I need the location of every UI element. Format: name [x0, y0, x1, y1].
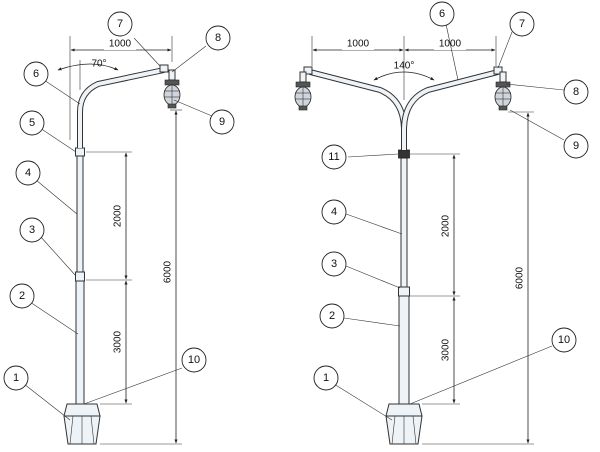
left-callout-7: 7: [107, 11, 133, 37]
left-arm-length-dim: 1000: [109, 39, 132, 50]
svg-text:10: 10: [188, 354, 200, 366]
right-callout-8: 8: [563, 79, 589, 105]
right-callout-10: 10: [551, 327, 577, 353]
left-upper-dim: 2000: [113, 204, 124, 227]
left-callout-3: 3: [19, 217, 45, 243]
left-callout-4: 4: [15, 160, 41, 186]
left-lower-dim: 3000: [113, 330, 124, 353]
left-arm-6: [77, 67, 165, 148]
right-upper-section: [400, 157, 408, 288]
right-callout-7: 7: [509, 11, 535, 37]
left-callout-10: 10: [181, 347, 207, 373]
left-arm-6-fill: [78, 68, 165, 148]
left-lower-section: [75, 279, 85, 405]
svg-text:4: 4: [25, 167, 31, 179]
right-callout-11: 11: [321, 144, 347, 170]
svg-text:7: 7: [117, 18, 123, 30]
right-sleeve-11: [398, 149, 410, 159]
left-callout-9: 9: [209, 109, 235, 135]
right-callout-3: 3: [321, 251, 347, 277]
svg-text:2: 2: [19, 290, 25, 302]
right-base: [385, 403, 423, 445]
svg-text:6: 6: [33, 68, 39, 80]
left-joint-3: [75, 271, 85, 282]
svg-text:2: 2: [329, 310, 335, 322]
left-angle-dim: 70°: [91, 59, 106, 70]
left-total-dim: 6000: [163, 260, 174, 283]
svg-text:8: 8: [573, 86, 579, 98]
svg-text:11: 11: [328, 151, 339, 163]
svg-text:8: 8: [215, 32, 221, 44]
right-callout-1: 1: [313, 365, 339, 391]
right-callout-9: 9: [563, 133, 589, 159]
left-luminaire: [163, 69, 181, 109]
svg-text:1: 1: [323, 372, 329, 384]
right-callout-6: 6: [429, 1, 455, 27]
right-upper-dim: 2000: [441, 214, 452, 237]
left-callout-5: 5: [19, 110, 45, 136]
right-joint-3: [398, 286, 410, 297]
left-sleeve-5: [75, 147, 85, 157]
svg-text:6: 6: [439, 8, 445, 20]
right-total-dim: 6000: [515, 266, 526, 289]
right-arm-left-dim: 1000: [347, 39, 370, 50]
left-lamp: 1000 70° 2000 3000 6000 1 2 3 4: [3, 11, 235, 445]
svg-text:9: 9: [219, 116, 225, 128]
left-callout-1: 1: [3, 365, 29, 391]
right-luminaire-right: [493, 66, 512, 111]
right-angle-dim: 140°: [394, 61, 415, 72]
left-base: [63, 403, 101, 445]
svg-text:1: 1: [13, 372, 19, 384]
svg-text:5: 5: [29, 117, 35, 129]
right-lamp: 1000 1000 140° 2000 3000 6000 1 2 3: [294, 1, 589, 445]
left-callout-6: 6: [23, 61, 49, 87]
svg-text:10: 10: [558, 334, 570, 346]
right-callout-2: 2: [319, 303, 345, 329]
right-luminaire-left: [294, 66, 313, 111]
svg-text:3: 3: [29, 224, 35, 236]
right-lower-dim: 3000: [441, 338, 452, 361]
right-lower-section: [398, 295, 410, 405]
left-arm-end-7: [159, 64, 169, 73]
svg-text:3: 3: [331, 258, 337, 270]
svg-text:9: 9: [573, 140, 579, 152]
left-upper-section: [76, 155, 84, 273]
svg-text:4: 4: [331, 206, 337, 218]
left-callout-2: 2: [9, 283, 35, 309]
svg-text:7: 7: [519, 18, 525, 30]
right-callout-4: 4: [321, 199, 347, 225]
left-callout-8: 8: [205, 25, 231, 51]
